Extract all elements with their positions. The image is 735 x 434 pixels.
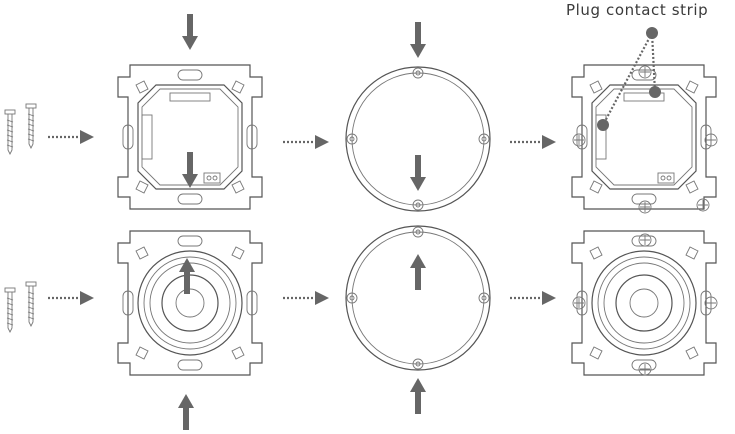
plate-contact-strip xyxy=(572,65,717,213)
insert-arrow-top-inner xyxy=(182,152,198,188)
insert-arrow-bottom xyxy=(178,394,194,430)
ring-arrow-top-inner xyxy=(410,155,426,191)
callout-leader xyxy=(597,27,661,131)
cover-ring-bottom xyxy=(346,226,490,370)
flow-arrow-top-3 xyxy=(510,135,556,149)
callout-label: Plug contact strip xyxy=(566,1,708,19)
insert-arrow-top xyxy=(182,14,198,50)
ring-arrow-bottom xyxy=(410,378,426,414)
flow-arrow-top-1 xyxy=(48,130,94,144)
flow-arrow-bottom-2 xyxy=(283,291,329,305)
plate-front-assembled xyxy=(572,231,717,375)
screws-bottom xyxy=(5,282,36,332)
flow-arrow-bottom-1 xyxy=(48,291,94,305)
flow-arrow-top-2 xyxy=(283,135,329,149)
plate-front-bottom xyxy=(118,231,262,375)
screws-top xyxy=(5,104,36,154)
flow-arrow-bottom-3 xyxy=(510,291,556,305)
ring-arrow-top xyxy=(410,22,426,58)
ring-arrow-bottom-inner xyxy=(410,254,426,290)
